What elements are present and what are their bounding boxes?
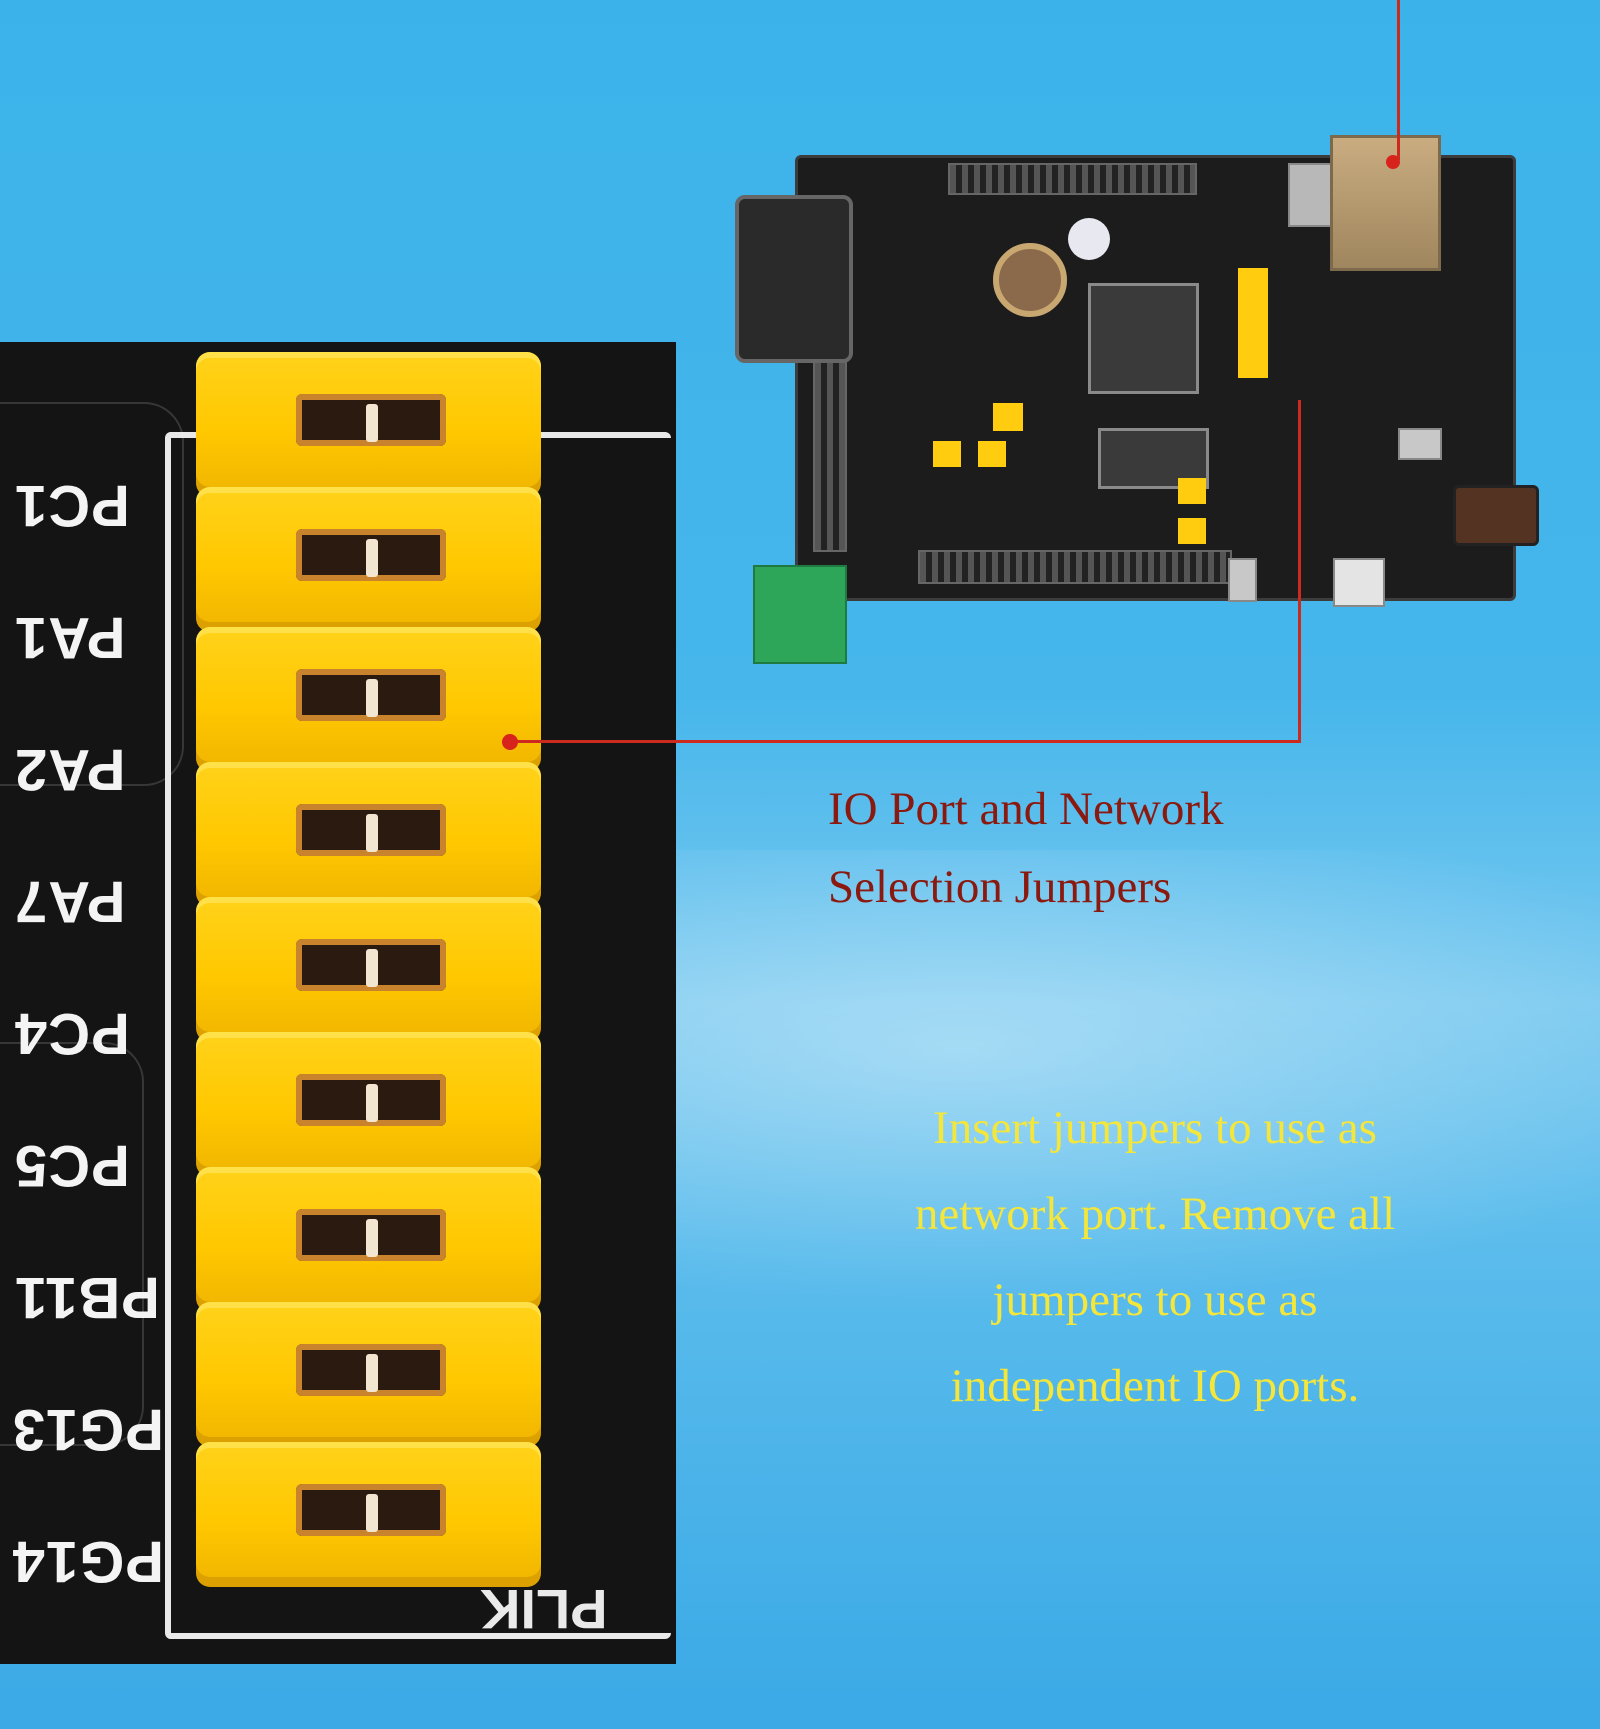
pin-header [948, 163, 1197, 195]
callout-title: IO Port and Network Selection Jumpers [828, 770, 1388, 926]
jumper-block [1238, 268, 1268, 378]
usb-port [1228, 558, 1257, 602]
pin-label: PG13 [11, 1397, 164, 1462]
jumper-block [978, 441, 1006, 467]
pcb-trace [0, 402, 184, 786]
jumper-block [1178, 518, 1206, 544]
callout-line [1298, 400, 1301, 742]
pin-label: PB11 [14, 1265, 160, 1330]
jumper-closeup-photo: PC1 PA1 PA2 PA7 PC4 PC5 PB11 PG13 PG14 P… [0, 342, 676, 1664]
callout-title-line: IO Port and Network [828, 783, 1224, 835]
rj45-connector [1330, 135, 1441, 271]
description-line: network port. Remove all [914, 1188, 1396, 1240]
jumper-cap [196, 1302, 541, 1447]
pin-label: PA2 [14, 737, 126, 802]
pin-label: PC4 [14, 1001, 130, 1066]
description-line: Insert jumpers to use as [933, 1102, 1377, 1154]
jumper-cap [196, 897, 541, 1042]
usb-port [1398, 428, 1442, 460]
pin-label: PC5 [14, 1133, 130, 1198]
callout-title-line: Selection Jumpers [828, 861, 1172, 913]
jumper-cap [196, 627, 541, 772]
jumper-block [993, 403, 1023, 431]
mcu-chip [1088, 283, 1199, 394]
buzzer [1068, 218, 1110, 260]
power-switch [1333, 558, 1385, 607]
dev-board-photo [735, 135, 1555, 664]
board-marking: PLIK [480, 1578, 608, 1641]
pin-label: PA7 [14, 869, 126, 934]
callout-line [1397, 0, 1400, 160]
jumper-cap [196, 1032, 541, 1177]
terminal-block [753, 565, 847, 664]
jumper-cap [196, 762, 541, 907]
pcb-trace [0, 1042, 144, 1446]
callout-dot [502, 734, 518, 750]
jumper-cap [196, 1442, 541, 1587]
description-text: Insert jumpers to use as network port. R… [830, 1085, 1480, 1429]
pin-label: PA1 [14, 605, 126, 670]
callout-anchor-dot [1386, 155, 1400, 169]
callout-line [510, 740, 1301, 743]
inductor [1453, 485, 1539, 546]
db9-connector [735, 195, 853, 363]
jumper-cap [196, 1167, 541, 1312]
jumper-block [1178, 478, 1206, 504]
coin-battery [993, 243, 1067, 317]
pin-header [918, 550, 1232, 584]
pin-label: PG14 [11, 1529, 164, 1594]
description-line: jumpers to use as [992, 1274, 1318, 1326]
pin-label: PC1 [14, 473, 130, 538]
pin-header [813, 338, 847, 552]
description-line: independent IO ports. [950, 1360, 1360, 1412]
jumper-cap [196, 487, 541, 632]
jumper-cap [196, 352, 541, 497]
jumper-block [933, 441, 961, 467]
